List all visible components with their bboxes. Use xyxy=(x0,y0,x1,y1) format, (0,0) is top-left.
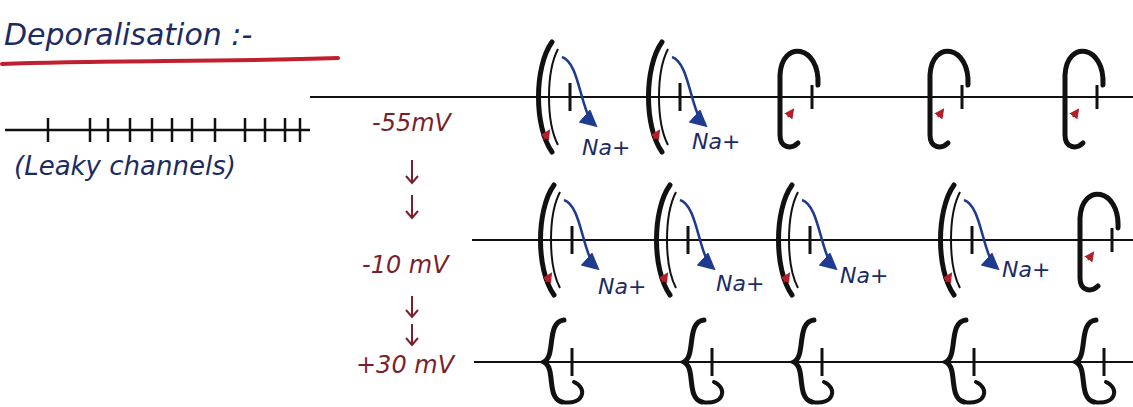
sodium-ion-label: Na+ xyxy=(840,264,888,288)
leaky-channel-label: (Leaky channels) xyxy=(14,152,236,181)
sodium-ion-label: Na+ xyxy=(582,136,630,160)
sodium-ion-label: Na+ xyxy=(716,272,764,296)
voltage-label: -55mV xyxy=(372,110,451,136)
voltage-label: +30 mV xyxy=(356,352,454,378)
sodium-ion-label: Na+ xyxy=(692,130,740,154)
sodium-ion-label: Na+ xyxy=(598,275,646,299)
voltage-label: -10 mV xyxy=(362,252,449,278)
diagram-title: Deporalisation :- xyxy=(4,18,252,51)
sodium-ion-label: Na+ xyxy=(1002,258,1050,282)
